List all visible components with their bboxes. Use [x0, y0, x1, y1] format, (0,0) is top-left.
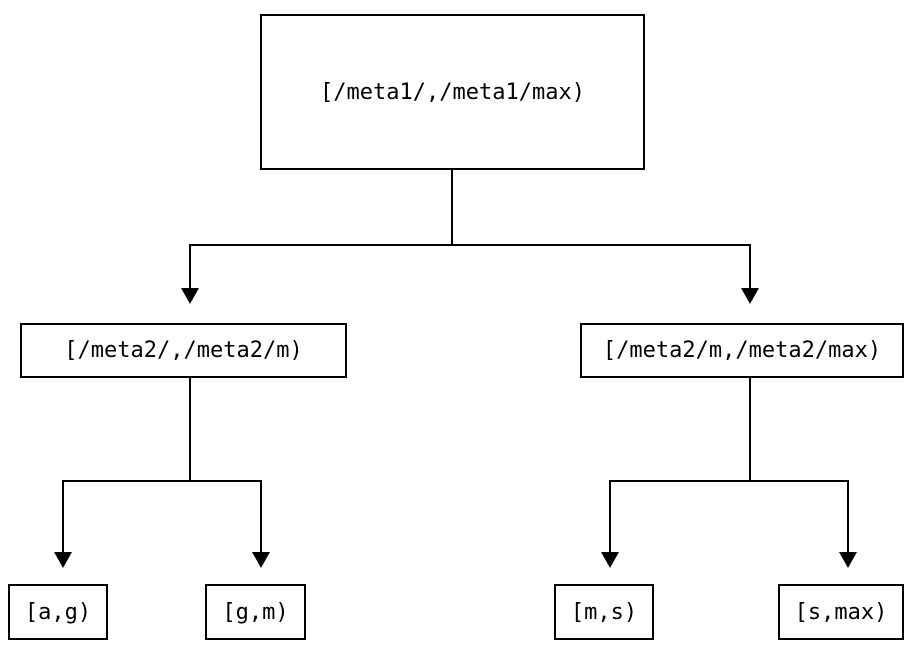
node-label: [/meta1/,/meta1/max)	[320, 79, 585, 105]
edge-left-range-to-leaf-ag	[62, 378, 191, 553]
edge-right-range-to-leaf-ms	[609, 378, 751, 553]
arrow-down-icon	[601, 552, 619, 568]
arrow-down-icon	[252, 552, 270, 568]
arrow-down-icon	[54, 552, 72, 568]
node-label: [/meta2/m,/meta2/max)	[602, 338, 882, 363]
node-label: [/meta2/,/meta2/m)	[64, 338, 303, 363]
node-leaf-m-s: [m,s)	[554, 584, 654, 640]
node-root-meta1-range: [/meta1/,/meta1/max)	[260, 14, 645, 170]
node-leaf-g-m: [g,m)	[205, 584, 306, 640]
arrow-down-icon	[741, 288, 759, 304]
node-label: [a,g)	[24, 599, 92, 625]
arrow-down-icon	[181, 288, 199, 304]
edge-root-to-left-range	[189, 170, 453, 289]
node-leaf-a-g: [a,g)	[8, 584, 108, 640]
edge-root-to-right-range	[451, 170, 751, 289]
arrow-down-icon	[839, 552, 857, 568]
node-label: [s,max)	[794, 599, 888, 625]
node-label: [m,s)	[570, 599, 638, 625]
node-meta2-upper-range: [/meta2/m,/meta2/max)	[580, 323, 904, 378]
node-label: [g,m)	[222, 599, 289, 625]
edge-left-range-to-leaf-gm	[189, 378, 262, 553]
node-meta2-lower-range: [/meta2/,/meta2/m)	[20, 323, 347, 378]
edge-right-range-to-leaf-smax	[749, 378, 849, 553]
node-leaf-s-max: [s,max)	[778, 584, 904, 640]
